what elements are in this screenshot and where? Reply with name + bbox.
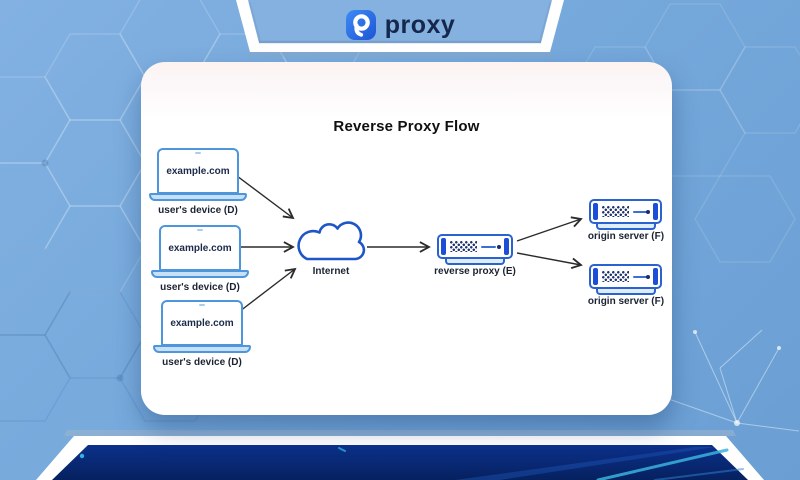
device-label: user's device (D)	[160, 282, 240, 293]
network-nodes	[661, 330, 781, 426]
laptop-base	[149, 193, 247, 201]
arrow-proxy-origin2	[516, 252, 583, 270]
arrow-device1-internet	[228, 169, 295, 220]
server-cap-right	[653, 268, 658, 285]
server-body	[589, 199, 662, 224]
network-lines	[662, 329, 800, 432]
laptop-base	[151, 270, 249, 278]
server-tray	[595, 289, 656, 295]
bottom-frame	[36, 430, 764, 480]
server-led	[646, 274, 650, 279]
server-cap-left	[593, 203, 598, 220]
internet-label: Internet	[312, 266, 350, 277]
server-slot	[633, 276, 648, 278]
brand-name: proxy	[384, 10, 456, 39]
server-cap-left	[441, 238, 446, 255]
device-url: example.com	[166, 165, 230, 177]
diagram-title: Reverse Proxy Flow	[333, 118, 480, 135]
laptop-camera-icon	[195, 152, 201, 154]
reverse-proxy-server	[437, 234, 513, 265]
reverse-proxy-label: reverse proxy (E)	[434, 266, 516, 277]
origin-server-2-label: origin server (F)	[587, 296, 665, 307]
arrow-proxy-origin1	[516, 216, 583, 242]
brand-logo: proxy	[0, 8, 800, 42]
flow-connections	[226, 169, 583, 322]
device-url: example.com	[168, 242, 232, 254]
proxy-logo-icon	[345, 10, 376, 40]
server-vent-dots	[602, 271, 629, 282]
origin-server-2	[589, 264, 662, 295]
laptop-camera-icon	[197, 229, 203, 231]
server-body	[437, 234, 513, 259]
laptop-camera-icon	[199, 304, 205, 306]
server-slot	[481, 246, 496, 248]
server-cap-left	[593, 268, 598, 285]
server-tray	[445, 259, 505, 265]
server-body	[589, 264, 662, 289]
device-label: user's device (D)	[162, 357, 242, 368]
server-led	[646, 209, 650, 214]
server-led	[497, 244, 501, 249]
top-frame	[236, 0, 564, 57]
laptop-screen: example.com	[157, 148, 239, 194]
server-cap-right	[653, 203, 658, 220]
device-label: user's device (D)	[158, 205, 238, 216]
laptop-base	[153, 345, 251, 353]
origin-server-1	[589, 199, 662, 230]
diagram-card: Reverse Proxy Flow example.com	[141, 62, 672, 415]
server-vent-dots	[602, 206, 629, 217]
laptop-screen: example.com	[161, 300, 243, 346]
laptop-screen: example.com	[159, 225, 241, 271]
device-url: example.com	[170, 317, 234, 329]
origin-server-1-label: origin server (F)	[587, 231, 665, 242]
server-slot	[633, 211, 648, 213]
server-cap-right	[504, 238, 509, 255]
server-tray	[595, 224, 656, 230]
internet-cloud-icon	[297, 221, 366, 261]
server-vent-dots	[450, 241, 477, 252]
